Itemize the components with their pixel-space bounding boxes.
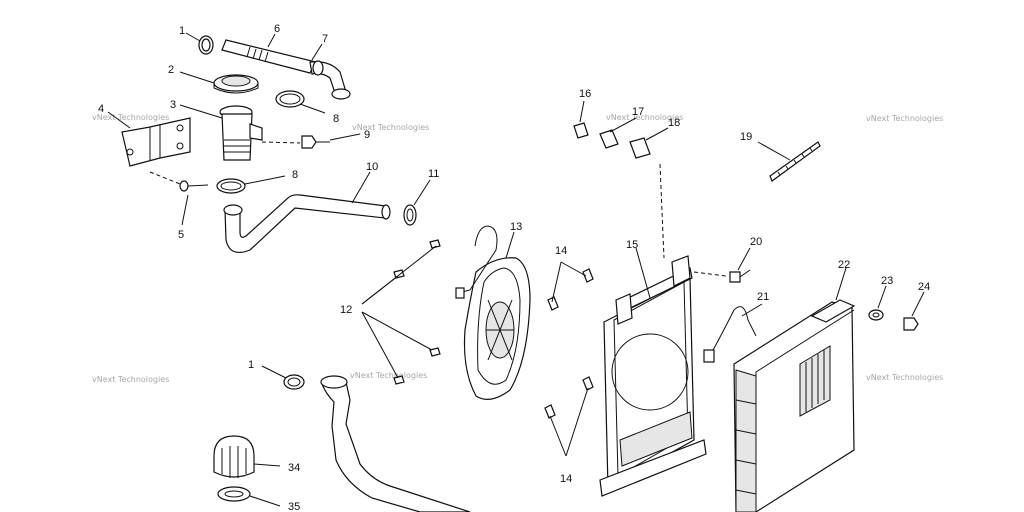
callout-23: 23 — [881, 275, 893, 287]
callout-15: 15 — [626, 239, 638, 251]
part-1-clamp-lower — [261, 365, 305, 390]
callout-5: 5 — [178, 229, 184, 241]
callout-8-upper: 8 — [333, 113, 339, 125]
watermark-3: vNext Technologies — [606, 113, 683, 122]
callout-11: 11 — [428, 168, 439, 180]
part-1-clamp-top — [185, 32, 214, 55]
callout-35: 35 — [288, 501, 300, 512]
part-13-fan — [455, 225, 531, 400]
callout-7: 7 — [322, 33, 328, 45]
part-9-bolt — [261, 133, 361, 149]
callout-22: 22 — [838, 259, 850, 271]
part-11-clamp — [403, 179, 431, 226]
part-24-bolt — [903, 291, 925, 331]
callout-14-lower: 14 — [560, 473, 572, 485]
part-20-screw — [693, 247, 751, 283]
callout-14-upper: 14 — [555, 245, 567, 257]
watermark-1: vNext Technologies — [92, 113, 169, 122]
callout-24: 24 — [918, 281, 930, 293]
callout-21: 21 — [757, 291, 769, 303]
part-16-17-18-switch — [573, 100, 669, 259]
part-21-sensor-wire — [703, 303, 763, 363]
callout-17: 17 — [632, 106, 644, 118]
part-8-clamp-a — [275, 90, 326, 114]
callout-6: 6 — [274, 23, 280, 35]
part-12-grommets — [361, 239, 441, 385]
callout-1-top: 1 — [179, 25, 185, 37]
part-2-radiator-cap — [179, 71, 259, 94]
callout-10: 10 — [366, 161, 378, 173]
callout-1-lower: 1 — [248, 359, 254, 371]
callout-19: 19 — [740, 131, 752, 143]
part-4-bracket — [107, 111, 191, 167]
callout-labels: 1 6 7 2 3 4 8 9 8 10 11 5 13 14 15 16 17… — [98, 23, 930, 512]
callout-4: 4 — [98, 103, 104, 115]
watermark-4: vNext Technologies — [866, 114, 943, 123]
watermark-5: vNext Technologies — [92, 375, 169, 384]
part-14-clips-lower — [544, 376, 594, 457]
callout-2: 2 — [168, 64, 174, 76]
part-10-hose — [223, 171, 391, 253]
callout-12: 12 — [340, 304, 352, 316]
part-15-fan-shroud — [599, 247, 707, 497]
part-6-7-upper-hose — [221, 33, 351, 100]
callout-3: 3 — [170, 99, 176, 111]
watermark-6: vNext Technologies — [350, 371, 427, 380]
part-3-filler-neck — [179, 104, 263, 161]
watermark-2: vNext Technologies — [352, 123, 429, 132]
lower-hose — [320, 375, 471, 512]
part-34-cap — [213, 435, 281, 478]
part-8-clamp-b — [216, 175, 286, 194]
callout-13: 13 — [510, 221, 522, 233]
part-22-radiator — [733, 267, 856, 512]
callout-20: 20 — [750, 236, 762, 248]
watermark-8: vNext Technologies — [866, 373, 943, 382]
part-23-nut — [868, 285, 887, 321]
part-19-strap — [757, 141, 821, 182]
callout-9: 9 — [364, 129, 370, 141]
callout-8-lower: 8 — [292, 169, 298, 181]
callout-34: 34 — [288, 462, 300, 474]
callout-18: 18 — [668, 117, 680, 129]
part-14-clips-upper — [547, 261, 594, 311]
part-5-screw — [149, 171, 209, 226]
part-35-washer — [217, 486, 281, 507]
callout-16: 16 — [579, 88, 591, 100]
